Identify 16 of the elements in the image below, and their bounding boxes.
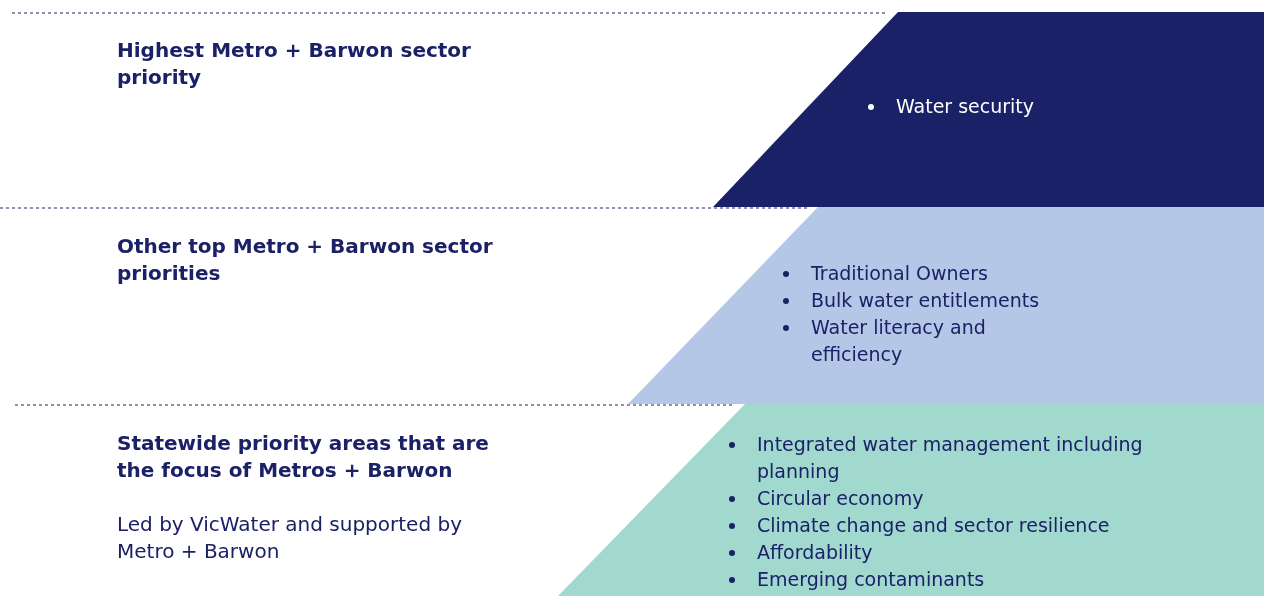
- trapezoid-band: [628, 207, 1264, 404]
- bullet-item: Circular economy: [757, 486, 925, 511]
- band-heading: Highest Metro + Barwon sector priority: [117, 37, 472, 91]
- band-heading: Statewide priority areas that are the focus of Metros + Barwon: [117, 430, 490, 484]
- trapezoid-band: [713, 12, 1264, 207]
- band-heading: Other top Metro + Barwon sector priorities: [117, 233, 494, 287]
- bullet-item: Traditional Owners: [811, 261, 989, 286]
- bullet-item: Integrated water management including planning: [757, 432, 1144, 484]
- bullet-item: Water literacy and efficiency: [811, 315, 987, 367]
- bullet-item: Emerging contaminants: [757, 567, 986, 592]
- bullet-item: Bulk water entitlements: [811, 288, 1041, 313]
- trapezoid-band: [558, 404, 1264, 596]
- bullet-item: Water security: [896, 94, 1036, 119]
- bullet-item: Climate change and sector resilience: [757, 513, 1111, 538]
- band-note: Led by VicWater and supported by Metro + Barwon: [117, 511, 463, 565]
- bullet-item: Affordability: [757, 540, 874, 565]
